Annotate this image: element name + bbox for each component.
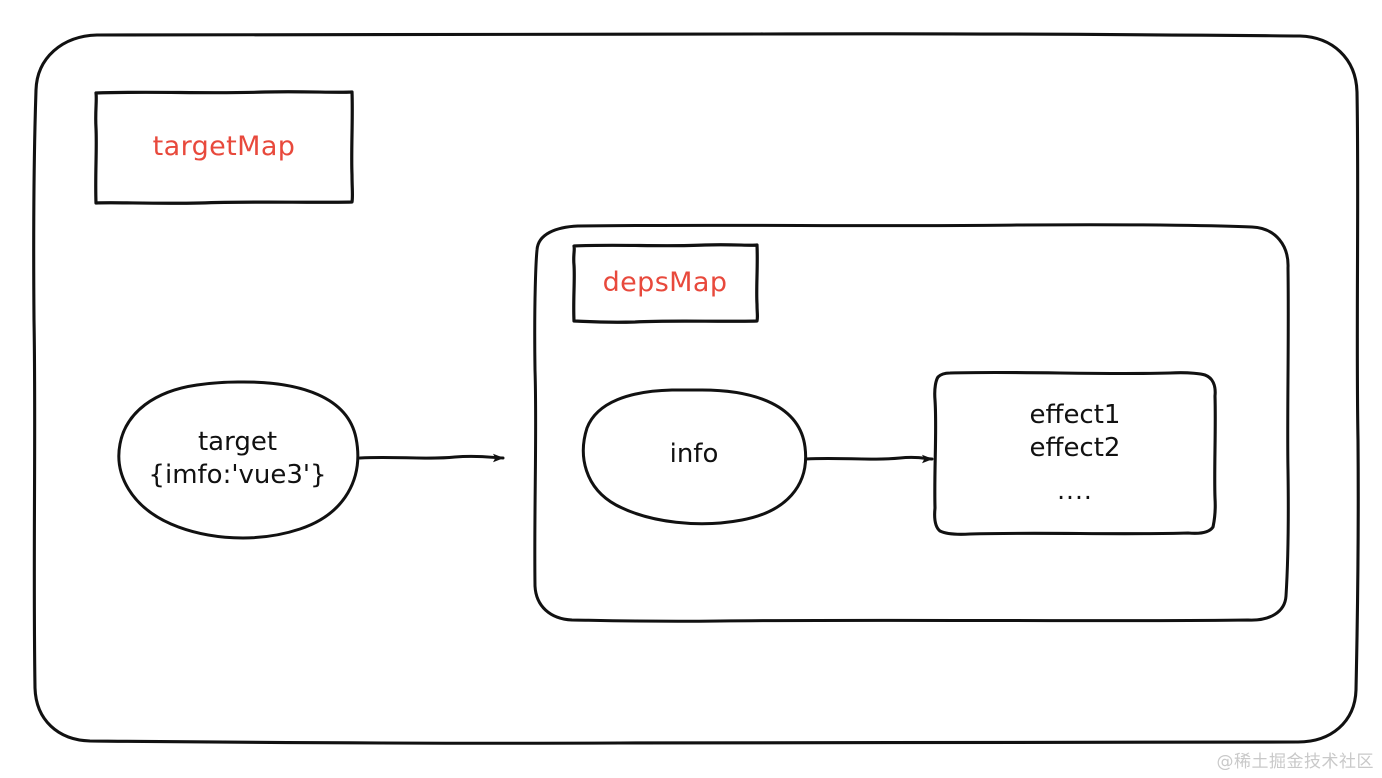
inner-container-shape — [533, 223, 1290, 623]
depsmap-label-box-shape — [572, 243, 760, 324]
outer-container-shape — [32, 32, 1360, 745]
arrow-target-to-info-line — [358, 453, 505, 463]
effects-box-shape — [933, 370, 1217, 536]
target-ellipse-shape — [117, 380, 360, 540]
targetmap-label-box-shape — [94, 90, 355, 205]
info-ellipse-shape — [581, 388, 808, 526]
arrow-info-to-effects-line — [804, 454, 934, 464]
